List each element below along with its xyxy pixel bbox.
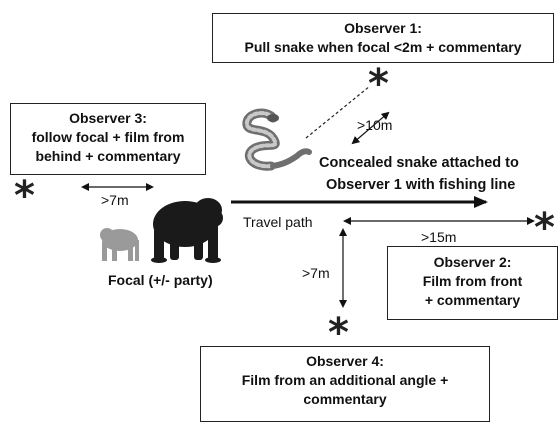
- travel-path-label: Travel path: [243, 214, 313, 230]
- observer-2-title: Observer 2:: [433, 254, 512, 270]
- observer-3-text-1: follow focal + film from: [31, 129, 185, 145]
- observer-3-distance-label: >7m: [101, 192, 129, 208]
- observer-2-text-1: Film from front: [422, 273, 523, 289]
- snake-distance-label: >10m: [357, 117, 393, 133]
- chimpanzee-icon: [151, 198, 223, 263]
- observer-1-title: Observer 1:: [344, 20, 422, 36]
- chimpanzee-small-icon: [100, 228, 139, 261]
- observer-3-title: Observer 3:: [69, 110, 147, 126]
- fishing-line: [305, 85, 371, 139]
- observer-1-box: Observer 1: Pull snake when focal <2m + …: [212, 13, 554, 63]
- observer-3-box: Observer 3: follow focal + film from beh…: [10, 103, 206, 175]
- observer-2-distance-label: >15m: [421, 229, 457, 245]
- observer-1-marker: *: [368, 61, 389, 107]
- observer-3-text-2: behind + commentary: [35, 148, 181, 164]
- snake-icon: [242, 108, 312, 171]
- observer-4-title: Observer 4:: [306, 353, 384, 369]
- snake-label-1: Concealed snake attached to: [319, 155, 519, 171]
- observer-4-distance-label: >7m: [302, 265, 330, 281]
- observer-3-marker: *: [14, 173, 35, 219]
- observer-2-box: Observer 2: Film from front + commentary: [387, 246, 558, 320]
- observer-4-text-1: Film from an additional angle +: [241, 372, 449, 388]
- focal-label: Focal (+/- party): [108, 272, 213, 288]
- observer-4-marker: *: [328, 310, 349, 356]
- snake-label-2: Observer 1 with fishing line: [326, 177, 516, 193]
- observer-1-text: Pull snake when focal <2m + commentary: [244, 39, 522, 55]
- observer-2-text-2: + commentary: [424, 292, 521, 308]
- observer-2-marker: *: [534, 205, 555, 251]
- snake-distance-arrow: [351, 111, 390, 145]
- observer-4-text-2: commentary: [303, 391, 387, 407]
